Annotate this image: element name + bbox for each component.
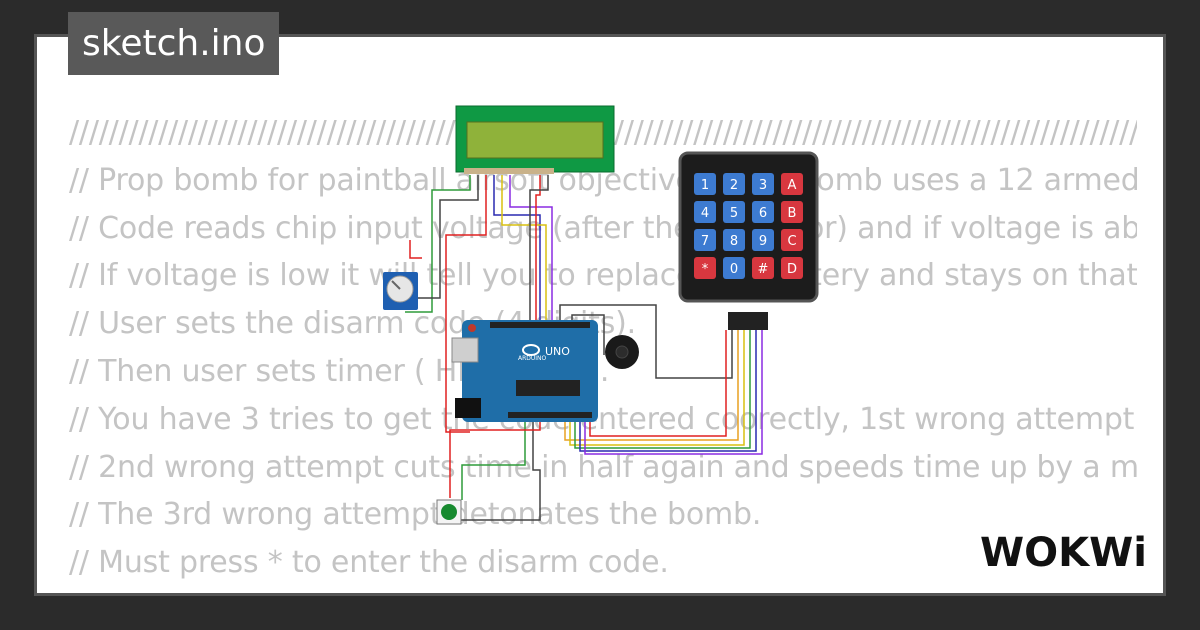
keypad: 1 2 3 A 4 5 6 B 7 8 9 C * 0 # D [678, 151, 819, 330]
wokwi-logo: WOKWi [980, 530, 1147, 576]
keypad-key[interactable] [694, 173, 716, 195]
lcd-display [455, 105, 615, 174]
keypad-key[interactable] [723, 201, 745, 223]
keypad-key-label: 6 [759, 206, 767, 221]
keypad-key-label: 1 [701, 178, 709, 193]
keypad-key-label: 9 [759, 234, 767, 249]
keypad-key[interactable] [752, 257, 774, 279]
keypad-key-label: 3 [759, 178, 767, 193]
pushbutton-icon[interactable] [436, 499, 462, 525]
uno-label: UNO [545, 345, 570, 358]
keypad-key-label: D [787, 262, 797, 277]
keypad-key[interactable] [723, 257, 745, 279]
code-line: // Must press * to enter the disarm code… [69, 545, 669, 581]
code-line: // The 3rd wrong attempt detonates the b… [69, 497, 762, 533]
potentiometer-icon[interactable] [383, 272, 418, 310]
keypad-key-label: B [788, 206, 797, 221]
keypad-key-label: 2 [730, 178, 738, 193]
arduino-uno-board: UNO ARDUINO [451, 320, 598, 422]
keypad-key[interactable] [694, 229, 716, 251]
code-listing: ////////////////////////////////////////… [69, 109, 1137, 594]
keypad-key[interactable] [723, 173, 745, 195]
keypad-key-label: 5 [730, 206, 738, 221]
code-line: // If correct, you are prompted to press… [69, 587, 1137, 594]
keypad-key[interactable] [752, 201, 774, 223]
keypad-key[interactable] [781, 201, 803, 223]
keypad-key-label: # [758, 262, 769, 277]
keypad-key[interactable] [694, 257, 716, 279]
arduino-label: ARDUINO [518, 355, 547, 362]
keypad-key[interactable] [752, 229, 774, 251]
keypad-key-label: 0 [730, 262, 738, 277]
code-line: // Code reads chip input voltage (after … [69, 210, 1137, 246]
keypad-key-label: A [788, 178, 797, 193]
keypad-key[interactable] [781, 229, 803, 251]
code-line: // You have 3 tries to get the code ente… [69, 401, 1135, 437]
keypad-keys: 1 2 3 A 4 5 6 B 7 8 9 C * 0 # D [694, 173, 803, 279]
keypad-key-label: C [787, 234, 796, 249]
wires [405, 175, 763, 521]
keypad-key-label: 8 [730, 234, 738, 249]
keypad-key[interactable] [694, 201, 716, 223]
code-line: // If voltage is low it will tell you to… [69, 258, 1137, 294]
keypad-key-label: 4 [701, 206, 709, 221]
buzzer-icon [605, 335, 639, 369]
keypad-key-label: 7 [701, 234, 709, 249]
code-line: // 2nd wrong attempt cuts time in half a… [69, 449, 1137, 485]
keypad-key-label: * [702, 262, 709, 277]
project-title: sketch.ino [68, 12, 280, 75]
keypad-key[interactable] [781, 173, 803, 195]
keypad-key[interactable] [752, 173, 774, 195]
keypad-key[interactable] [723, 229, 745, 251]
keypad-key[interactable] [781, 257, 803, 279]
wokwi-logo-text: WOKWi [980, 530, 1147, 576]
